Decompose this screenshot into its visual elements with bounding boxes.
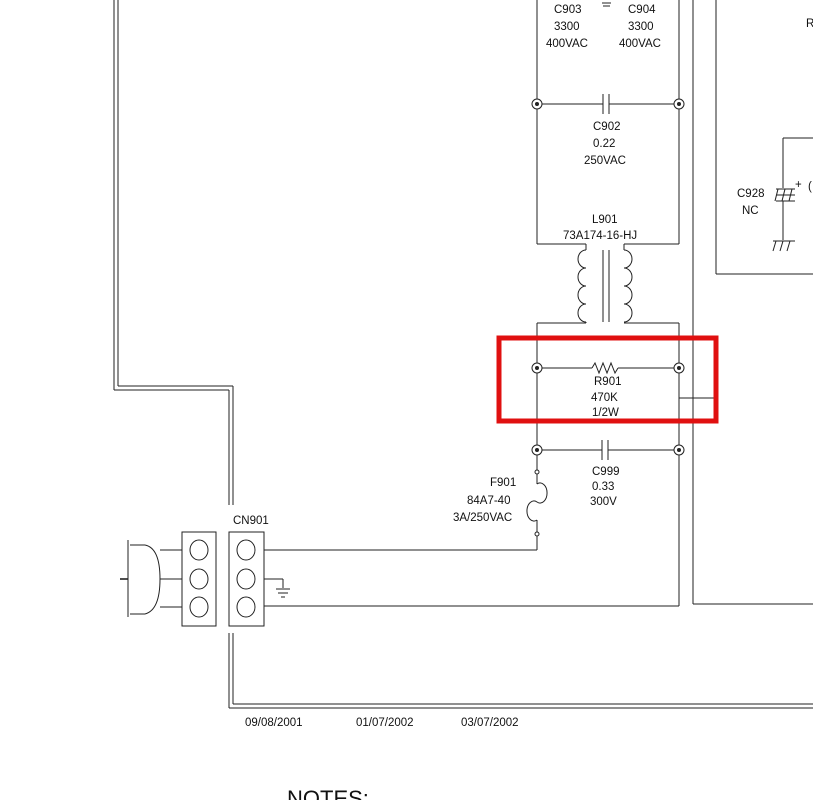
ac-input-wiring [264,549,679,607]
svg-text:(: ( [808,181,812,193]
junction-nodes [531,98,685,456]
revision-dates: 09/08/2001 01/07/2002 03/07/2002 [245,717,519,729]
f901-part: 84A7-40 [467,495,510,507]
r901-ref: R901 [594,376,622,388]
r901-rating: 1/2W [592,407,619,419]
notes-heading: NOTES: [287,786,369,800]
c999-ref: C999 [592,466,620,478]
r901-value: 470K [591,392,618,404]
ac-plug [120,540,182,617]
cn901-ref: CN901 [233,515,269,527]
l901-ref: L901 [592,214,618,226]
component-labels: C903 3300 400VAC C904 3300 400VAC C902 0… [233,4,813,527]
connector-cn901 [181,531,265,627]
l901-part: 73A174-16-HJ [563,230,637,242]
highlight-box-r901 [496,335,719,424]
capacitor-c903-c904-area [602,2,611,7]
right-subcircuit: + ( [692,0,813,605]
c903-value: 3300 [554,21,580,33]
c999-value: 0.33 [592,481,614,493]
f901-ref: F901 [490,477,516,489]
revision-date-3: 03/07/2002 [461,717,519,729]
f901-rating: 3A/250VAC [453,512,512,524]
svg-text:+: + [795,179,802,191]
c902-ref: C902 [593,121,621,133]
c999-rating: 300V [590,496,617,508]
c928-ref: C928 [737,188,765,200]
c928-value: NC [742,205,759,217]
c902-rating: 250VAC [584,155,626,167]
revision-date-2: 01/07/2002 [356,717,414,729]
capacitor-c902 [537,94,679,114]
c903-ref: C903 [554,4,582,16]
frame-border [113,0,813,709]
resistor-r901 [537,361,714,399]
c904-value: 3300 [628,21,654,33]
c903-rating: 400VAC [546,38,588,50]
revision-date-1: 09/08/2001 [245,717,303,729]
c904-ref: C904 [628,4,656,16]
r-partial-label: R [806,18,813,30]
filter-rails [536,0,680,606]
fuse-f901 [526,450,548,550]
c902-value: 0.22 [593,138,615,150]
inductor-l901 [577,244,633,323]
c904-rating: 400VAC [619,38,661,50]
capacitor-c999 [537,440,679,460]
